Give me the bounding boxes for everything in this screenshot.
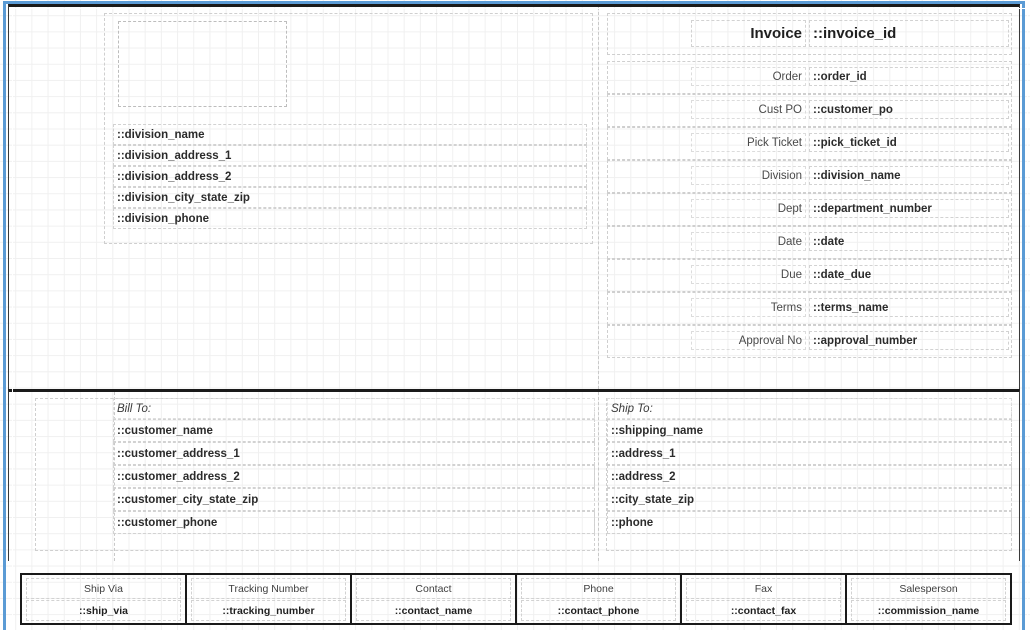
table-column-phone[interactable]: Phone ::contact_phone: [517, 575, 682, 623]
ship-to-shipping-name-field[interactable]: ::shipping_name: [607, 419, 1012, 442]
value-approval-number[interactable]: ::approval_number: [809, 331, 1009, 350]
table-column-salesperson[interactable]: Salesperson ::commission_name: [847, 575, 1010, 623]
value-customer-po[interactable]: ::customer_po: [809, 100, 1009, 119]
label-cust-po: Cust PO: [691, 100, 806, 119]
header-band[interactable]: ::division_name ::division_address_1 ::d…: [8, 4, 1020, 389]
invoice-title-row: [607, 13, 1012, 55]
column-header-ship-via: Ship Via: [26, 578, 181, 599]
value-contact-name[interactable]: ::contact_name: [356, 600, 511, 621]
ship-to-city-state-zip-field[interactable]: ::city_state_zip: [607, 488, 1012, 511]
detail-row-terms: [607, 292, 1012, 325]
ship-to-address-1-field[interactable]: ::address_1: [607, 442, 1012, 465]
column-header-salesperson: Salesperson: [851, 578, 1006, 599]
label-terms: Terms: [691, 298, 806, 317]
table-column-contact[interactable]: Contact ::contact_name: [352, 575, 517, 623]
bill-to-address-2-field[interactable]: ::customer_address_2: [113, 465, 595, 488]
detail-row-dept: [607, 193, 1012, 226]
bill-to-address-1-field[interactable]: ::customer_address_1: [113, 442, 595, 465]
billship-column-divider: [598, 392, 599, 561]
division-block-container: [104, 13, 593, 244]
table-column-tracking-number[interactable]: Tracking Number ::tracking_number: [187, 575, 352, 623]
value-date[interactable]: ::date: [809, 232, 1009, 251]
bill-ship-band[interactable]: Bill To: ::customer_name ::customer_addr…: [8, 389, 1020, 561]
shipping-details-table[interactable]: Ship Via ::ship_via Tracking Number ::tr…: [20, 573, 1012, 625]
label-order: Order: [691, 67, 806, 86]
table-column-fax[interactable]: Fax ::contact_fax: [682, 575, 847, 623]
label-pick-ticket: Pick Ticket: [691, 133, 806, 152]
label-approval-no: Approval No: [691, 331, 806, 350]
invoice-title-label: Invoice: [691, 20, 806, 47]
value-department-number[interactable]: ::department_number: [809, 199, 1009, 218]
division-city-state-zip-field[interactable]: ::division_city_state_zip: [113, 187, 587, 208]
bill-to-phone-field[interactable]: ::customer_phone: [113, 511, 595, 534]
detail-row-division: [607, 160, 1012, 193]
bill-to-customer-name-field[interactable]: ::customer_name: [113, 419, 595, 442]
division-name-field[interactable]: ::division_name: [113, 124, 587, 145]
column-header-tracking-number: Tracking Number: [191, 578, 346, 599]
division-address-1-field[interactable]: ::division_address_1: [113, 145, 587, 166]
division-phone-field[interactable]: ::division_phone: [113, 208, 587, 229]
detail-row-cust-po: [607, 94, 1012, 127]
ship-to-heading: Ship To:: [607, 398, 1012, 419]
value-ship-via[interactable]: ::ship_via: [26, 600, 181, 621]
value-tracking-number[interactable]: ::tracking_number: [191, 600, 346, 621]
bill-to-heading: Bill To:: [113, 398, 595, 419]
label-due: Due: [691, 265, 806, 284]
detail-row-date: [607, 226, 1012, 259]
table-column-ship-via[interactable]: Ship Via ::ship_via: [22, 575, 187, 623]
bill-to-city-state-zip-field[interactable]: ::customer_city_state_zip: [113, 488, 595, 511]
value-contact-fax[interactable]: ::contact_fax: [686, 600, 841, 621]
detail-row-due: [607, 259, 1012, 292]
value-date-due[interactable]: ::date_due: [809, 265, 1009, 284]
value-commission-name[interactable]: ::commission_name: [851, 600, 1006, 621]
detail-row-order: [607, 61, 1012, 94]
ship-to-address-2-field[interactable]: ::address_2: [607, 465, 1012, 488]
value-division-name[interactable]: ::division_name: [809, 166, 1009, 185]
value-order-id[interactable]: ::order_id: [809, 67, 1009, 86]
bill-to-inner-divider: [114, 392, 115, 561]
label-date: Date: [691, 232, 806, 251]
column-header-contact: Contact: [356, 578, 511, 599]
logo-placeholder-box[interactable]: [118, 21, 287, 107]
ship-to-phone-field[interactable]: ::phone: [607, 511, 1012, 534]
detail-row-approval-no: [607, 325, 1012, 358]
value-contact-phone[interactable]: ::contact_phone: [521, 600, 676, 621]
label-division: Division: [691, 166, 806, 185]
label-dept: Dept: [691, 199, 806, 218]
detail-row-pick-ticket: [607, 127, 1012, 160]
invoice-id-field[interactable]: ::invoice_id: [809, 20, 1009, 47]
division-address-2-field[interactable]: ::division_address_2: [113, 166, 587, 187]
value-terms-name[interactable]: ::terms_name: [809, 298, 1009, 317]
column-header-phone: Phone: [521, 578, 676, 599]
header-column-divider: [598, 7, 599, 389]
value-pick-ticket-id[interactable]: ::pick_ticket_id: [809, 133, 1009, 152]
column-header-fax: Fax: [686, 578, 841, 599]
